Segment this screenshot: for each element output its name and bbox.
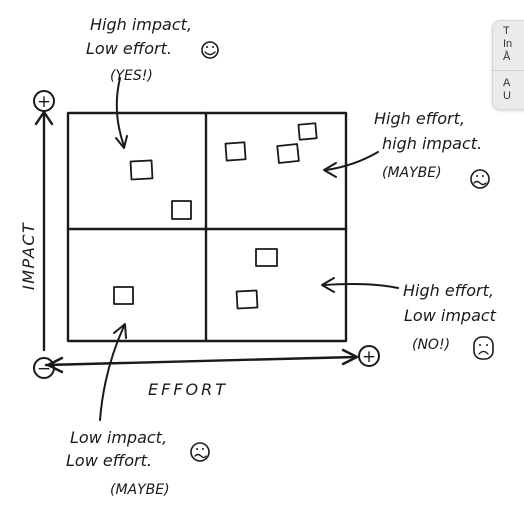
label-line: (NO!)	[412, 337, 450, 353]
impact-axis: + IMPACT	[19, 90, 55, 352]
label-high-effort-low-impact: High effort, Low impact (NO!)	[321, 277, 497, 360]
effort-axis-label: EFFORT	[148, 380, 228, 399]
sticky-note	[297, 122, 318, 141]
pointer-arrowhead	[323, 162, 337, 178]
impact-axis-label: IMPACT	[19, 222, 38, 290]
origin-minus-badge	[33, 357, 55, 379]
sticky-note	[129, 159, 154, 181]
pointer-arrow	[115, 77, 125, 147]
sticky-notes	[113, 122, 318, 310]
pointer-arrowhead	[115, 135, 128, 149]
sad-face-icon	[473, 336, 494, 360]
popup-divider	[493, 70, 524, 71]
origin-minus-symbol: −	[37, 359, 51, 379]
pointer-arrow	[323, 283, 399, 289]
pointer-arrow	[325, 151, 379, 171]
popup-section: T In Å	[493, 21, 524, 68]
sticky-note	[224, 141, 247, 162]
popup-text: Å	[503, 51, 511, 63]
label-high-impact-low-effort: High impact, Low effort. (YES!)	[86, 15, 219, 149]
label-line: High effort,	[374, 109, 465, 128]
side-popup-menu[interactable]: T In Å A U	[492, 20, 524, 110]
label-line: Low impact	[404, 306, 497, 325]
pointer-arrowhead	[321, 277, 335, 293]
effort-axis-line	[44, 355, 358, 367]
popup-text: In	[503, 38, 513, 50]
effort-plus-symbol: +	[362, 347, 376, 367]
sticky-note	[276, 143, 300, 164]
label-high-effort-high-impact: High effort, high impact. (MAYBE)	[323, 109, 490, 189]
impact-plus-symbol: +	[37, 92, 51, 112]
label-line: High effort,	[403, 281, 494, 300]
popup-text: A	[503, 77, 511, 89]
label-line: (MAYBE)	[110, 482, 170, 498]
popup-text: U	[503, 90, 511, 102]
sticky-note	[113, 286, 134, 305]
effort-axis: − + EFFORT	[33, 345, 380, 399]
label-line: (MAYBE)	[382, 165, 442, 181]
label-line: Low impact,	[70, 428, 167, 447]
effort-axis-left-arrowhead	[46, 356, 64, 374]
matrix-grid	[66, 111, 348, 343]
label-line: high impact.	[382, 134, 482, 153]
label-low-impact-low-effort: Low impact, Low effort. (MAYBE)	[66, 323, 210, 498]
popup-section: A U	[493, 73, 524, 107]
effort-axis-right-arrowhead	[341, 348, 359, 366]
meh-face-icon	[190, 442, 210, 462]
label-line: Low effort.	[66, 451, 152, 470]
label-line: Low effort.	[86, 39, 172, 58]
sticky-note	[235, 289, 259, 310]
pointer-arrow	[99, 325, 125, 421]
sticky-note	[255, 248, 278, 267]
smiley-face-icon	[201, 41, 219, 59]
label-line: (YES!)	[110, 68, 153, 84]
pointer-arrowhead	[113, 323, 127, 339]
sticky-note	[171, 200, 192, 220]
effort-plus-badge	[358, 345, 380, 367]
popup-text: T	[503, 25, 510, 37]
worried-face-icon	[470, 169, 490, 189]
impact-plus-badge	[33, 90, 55, 112]
label-line: High impact,	[90, 15, 192, 34]
